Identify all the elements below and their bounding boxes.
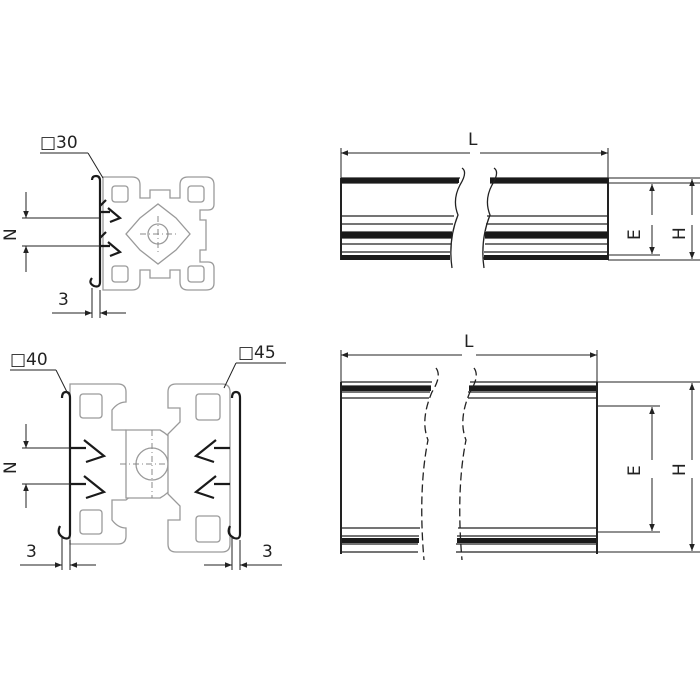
svg-text:N: N	[1, 228, 21, 241]
side-view-40: L E H	[340, 332, 700, 561]
dimension-n-top: N	[1, 192, 100, 272]
corner-pocket	[187, 265, 205, 283]
dimension-n-bottom: N	[1, 424, 70, 508]
corner-pocket	[111, 185, 129, 203]
svg-text:□30: □30	[40, 133, 78, 153]
svg-text:□40: □40	[10, 350, 48, 370]
label-size-40: □40	[10, 350, 69, 395]
svg-text:H: H	[670, 227, 690, 240]
corner-pocket	[195, 515, 221, 543]
svg-text:L: L	[464, 332, 474, 352]
cover-strip-45	[227, 390, 242, 540]
corner-pocket	[195, 393, 221, 421]
dimension-3-top: 3	[52, 288, 126, 318]
dimension-3-bottom-right: 3	[204, 538, 282, 570]
profile-40-45-section	[57, 383, 242, 553]
svg-text:N: N	[1, 461, 21, 474]
svg-text:3: 3	[262, 542, 273, 562]
svg-text:E: E	[625, 465, 645, 476]
svg-text:□45: □45	[238, 343, 276, 363]
cover-strip-40	[57, 390, 72, 540]
corner-pocket	[111, 265, 129, 283]
corner-pocket	[79, 509, 103, 535]
profile-30-section	[89, 174, 215, 291]
corner-pocket	[79, 393, 103, 419]
svg-text:3: 3	[58, 290, 69, 310]
label-size-45: □45	[223, 343, 286, 389]
side-view-30: L E H	[340, 130, 700, 269]
svg-text:E: E	[625, 229, 645, 240]
label-size-30: □30	[40, 133, 104, 179]
svg-text:L: L	[468, 130, 478, 150]
svg-text:H: H	[670, 463, 690, 476]
corner-pocket	[187, 185, 205, 203]
dimension-3-bottom-left: 3	[20, 538, 96, 570]
cover-strip-30	[89, 174, 102, 288]
svg-text:3: 3	[26, 542, 37, 562]
